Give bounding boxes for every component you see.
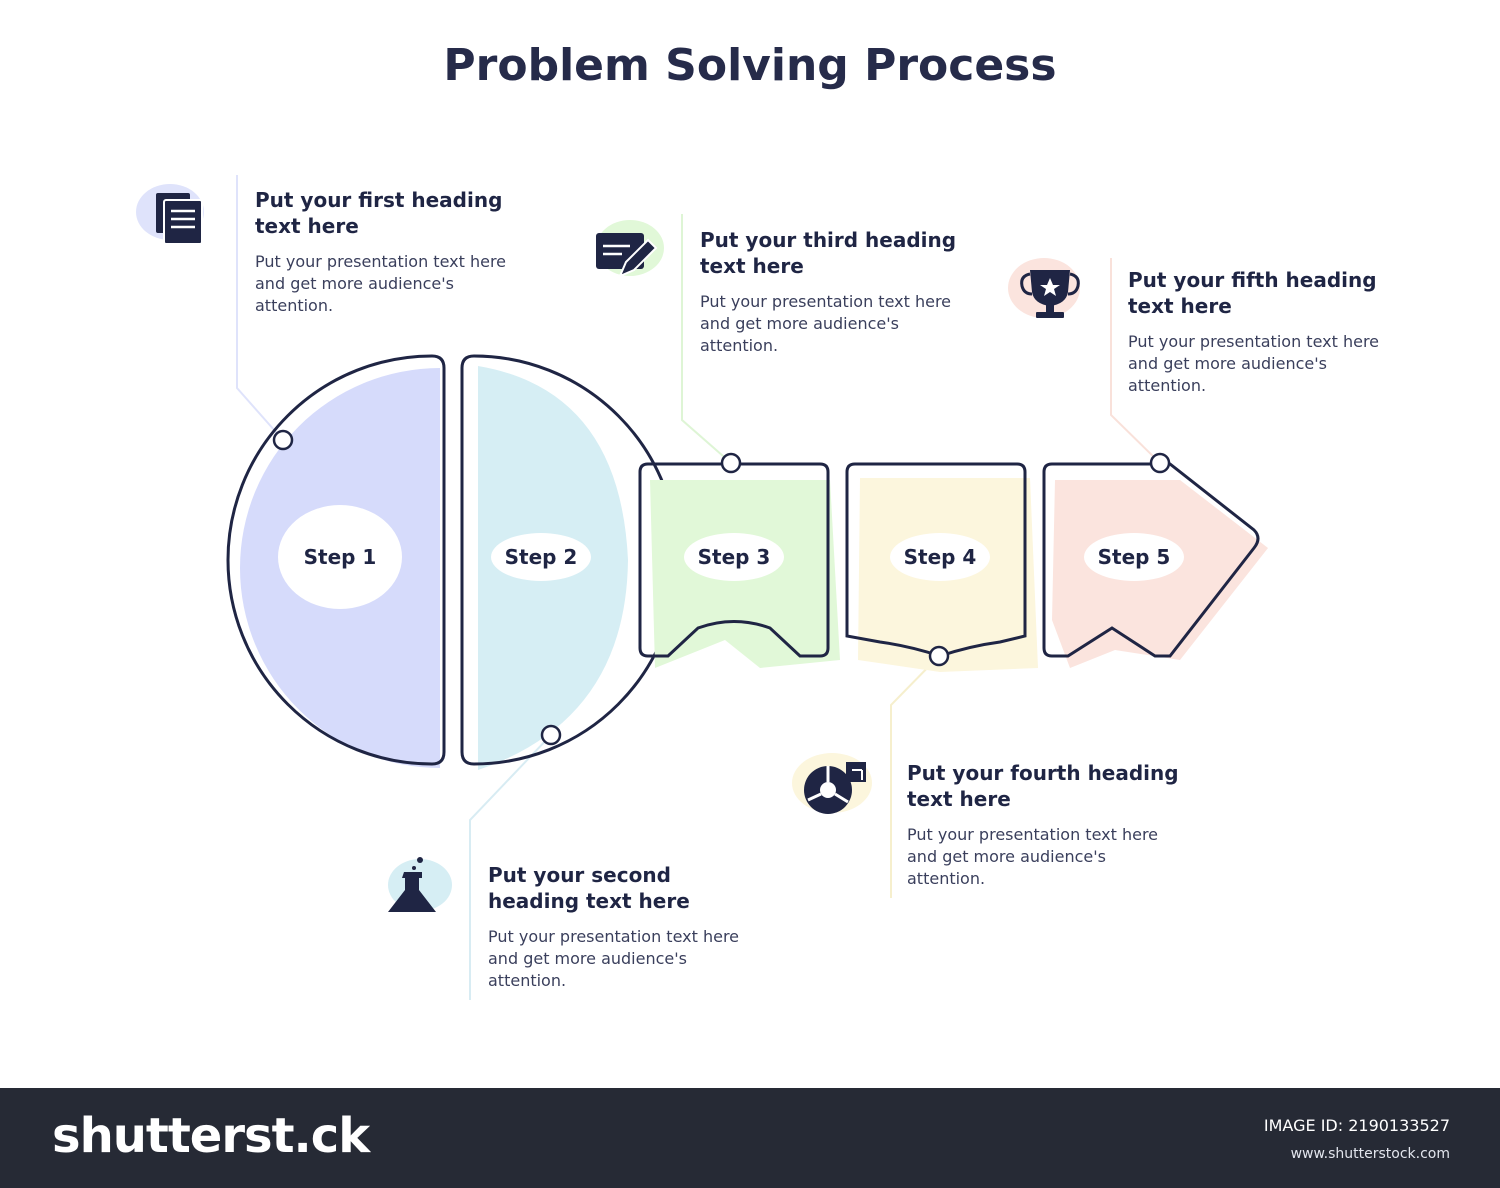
footer-logo: shutterst.ck	[52, 1108, 370, 1164]
step-1-pill	[278, 505, 402, 609]
anchor-dot-4	[928, 645, 950, 667]
step-5-shape	[1042, 462, 1260, 658]
step-5-label: Step 5	[1098, 545, 1171, 569]
image-id-label: IMAGE ID: 2190133527	[1263, 1116, 1450, 1135]
step-5-heading: Put your fifth heading text here	[1128, 268, 1377, 318]
connector-line-5	[1110, 258, 1161, 464]
documents-icon	[136, 184, 204, 245]
step-3-label: Step 3	[698, 545, 771, 569]
step-4-heading: Put your fourth heading text here	[907, 761, 1179, 811]
pie-chart-icon	[792, 753, 872, 814]
footer-bar	[0, 1088, 1500, 1188]
anchor-dot-2	[540, 724, 562, 746]
step-4-pill	[890, 533, 990, 581]
connector-line-1	[236, 175, 284, 441]
anchor-dot-5	[1149, 452, 1171, 474]
step-2-text: Put your presentation text here and get …	[488, 927, 740, 990]
step-1-shape	[226, 354, 446, 766]
step-1-label: Step 1	[304, 545, 377, 569]
step-4-label: Step 4	[904, 545, 977, 569]
step-1-heading: Put your first heading text here	[255, 188, 503, 238]
step-5-pill	[1084, 533, 1184, 581]
connector-line-2	[469, 734, 552, 1000]
page-title: Problem Solving Process	[443, 40, 1057, 91]
step-2-heading: Put your second heading text here	[488, 863, 690, 913]
step-2-pill	[491, 533, 591, 581]
step-5-text: Put your presentation text here and get …	[1128, 332, 1380, 395]
footer-url: www.shutterstock.com	[1290, 1146, 1450, 1162]
anchor-dot-3	[720, 452, 742, 474]
connector-line-3	[681, 214, 732, 464]
flask-icon	[388, 857, 452, 912]
step-1-text: Put your presentation text here and get …	[255, 252, 507, 315]
pen-card-icon	[596, 220, 664, 278]
connector-line-4	[890, 655, 940, 898]
process-diagram: Step 1 Step 2 Step 3 Step 4 Step 5	[136, 175, 1268, 1000]
trophy-icon	[1008, 258, 1080, 318]
step-3-heading: Put your third heading text here	[700, 228, 957, 278]
step-3-pill	[684, 533, 784, 581]
step-3-text: Put your presentation text here and get …	[700, 292, 952, 355]
step-2-shape	[460, 354, 680, 766]
step-2-label: Step 2	[505, 545, 578, 569]
step-4-text: Put your presentation text here and get …	[907, 825, 1159, 888]
anchor-dot-1	[272, 429, 294, 451]
step-3-shape	[638, 462, 830, 658]
